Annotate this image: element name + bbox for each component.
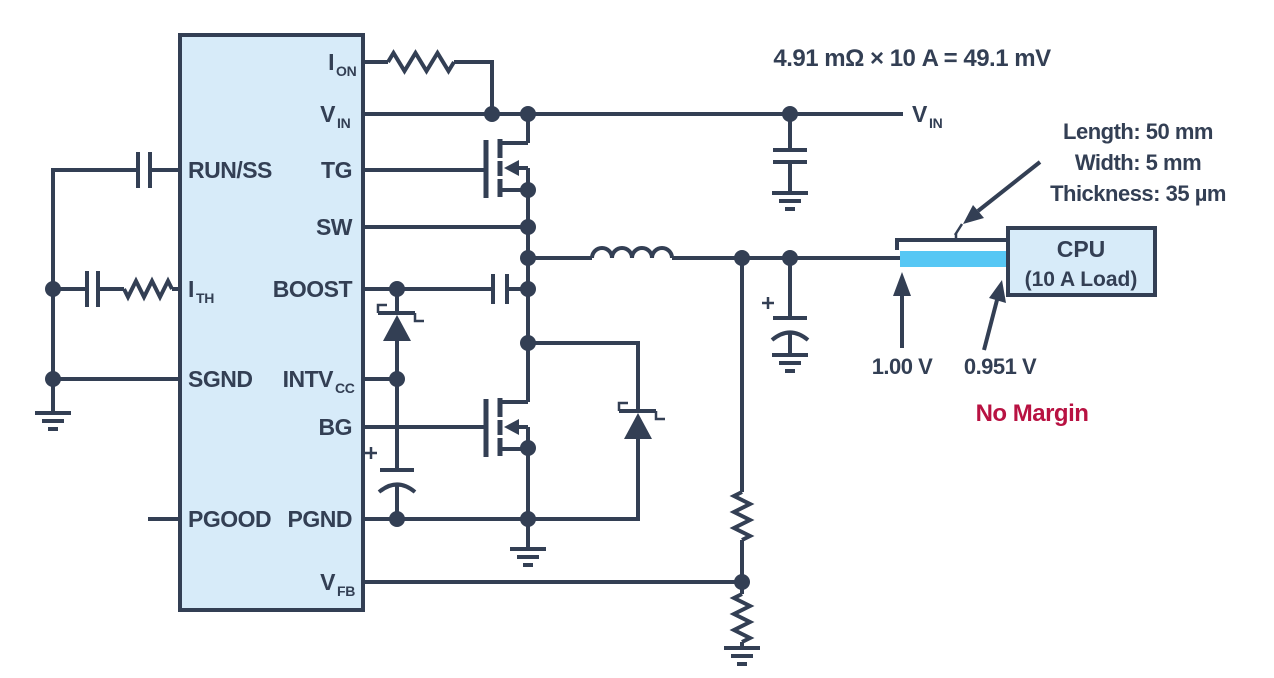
schottky-diode-sw: [617, 401, 665, 519]
plus-sign: [762, 297, 774, 309]
intvcc-capacitor: [365, 447, 417, 494]
trace-length: Length: 50 mm: [1063, 119, 1213, 144]
runss-capacitor: [136, 152, 152, 188]
ion-resistor: [386, 49, 456, 75]
controller-ic-body: [178, 33, 365, 612]
input-capacitor: [773, 148, 807, 164]
inductor: [590, 246, 674, 259]
pin-label-bg: BG: [319, 414, 353, 440]
pin-label-pgnd: PGND: [288, 506, 352, 532]
junction-dots: [45, 106, 798, 590]
feedback-resistor-bottom: [729, 592, 755, 644]
pin-label-vin: V: [320, 101, 336, 127]
voltage-arrow-left: [893, 272, 911, 348]
pin-label-sgnd: SGND: [188, 366, 252, 392]
cpu-subtitle: (10 A Load): [1025, 268, 1138, 291]
pin-label-intvcc-sub: CC: [335, 380, 355, 396]
pin-label-pgood: PGOOD: [188, 506, 271, 532]
pin-label-sw: SW: [316, 214, 353, 240]
boost-capacitor: [491, 274, 509, 304]
plus-sign: [365, 447, 377, 459]
arrowhead: [989, 280, 1006, 303]
vin-net-label: V IN: [912, 101, 943, 131]
trace-spec-arrow: [953, 160, 1042, 236]
pcb-trace: [900, 251, 1008, 267]
feedback-resistor-top: [729, 490, 755, 542]
trace-thickness: Thickness: 35 µm: [1050, 181, 1226, 206]
voltage-arrow-right: [982, 280, 1006, 351]
pin-label-ion: I: [328, 49, 334, 75]
body-arrow: [504, 419, 519, 435]
pcb-trace-group: [895, 233, 1010, 267]
trace-width: Width: 5 mm: [1075, 150, 1201, 175]
pin-label-ion-sub: ON: [336, 63, 357, 79]
voltage-end-label: 0.951 V: [964, 354, 1037, 379]
dimension-bracket: [895, 238, 1010, 250]
cpu-block: CPU (10 A Load): [1006, 226, 1157, 297]
wire-ion-down: [454, 60, 494, 114]
pin-label-boost: BOOST: [273, 276, 353, 302]
schottky-diode-boost: [376, 303, 424, 341]
vin-net-main: V: [912, 101, 928, 127]
wire-schottky-branch: [528, 341, 640, 411]
output-capacitor: [762, 297, 810, 342]
ground-symbol-input-cap: [772, 191, 808, 211]
pin-label-vfb: V: [320, 569, 336, 595]
pin-label-ith: I: [188, 276, 194, 302]
body-arrow: [504, 160, 519, 176]
ith-capacitor: [85, 271, 100, 307]
anode-triangle: [383, 315, 411, 341]
voltage-start-label: 1.00 V: [872, 354, 933, 379]
arrowhead: [893, 272, 911, 296]
wire-left-rail: [51, 168, 138, 413]
ground-symbol-feedback: [724, 646, 760, 666]
controller-ic: I ON V IN TG SW BOOST INTV CC BG PGND V …: [178, 33, 365, 612]
pin-label-ith-sub: TH: [196, 290, 214, 306]
trace-spec-label: Length: 50 mm Width: 5 mm Thickness: 35 …: [1050, 119, 1226, 206]
pin-label-intvcc: INTV: [283, 366, 335, 392]
ground-symbol-pgnd: [510, 547, 546, 567]
cathode-hooks: [376, 303, 424, 323]
cpu-box: [1006, 226, 1157, 297]
ith-resistor: [122, 276, 174, 302]
arrowhead: [963, 205, 984, 224]
ground-symbol-output-cap: [772, 353, 808, 373]
pin-label-vin-sub: IN: [337, 115, 351, 131]
bottom-mosfet: [483, 398, 528, 457]
vin-net-sub: IN: [929, 115, 943, 131]
voltage-drop-equation: 4.91 mΩ × 10 A = 49.1 mV: [773, 45, 1051, 72]
ground-symbol-sgnd: [35, 411, 71, 431]
pin-label-tg: TG: [321, 157, 352, 183]
cpu-title: CPU: [1057, 236, 1106, 262]
no-margin-label: No Margin: [976, 400, 1089, 427]
pin-label-vfb-sub: FB: [337, 583, 355, 599]
anode-triangle: [624, 413, 652, 439]
cathode-hooks: [617, 401, 665, 421]
pin-label-runss: RUN/SS: [188, 157, 272, 183]
